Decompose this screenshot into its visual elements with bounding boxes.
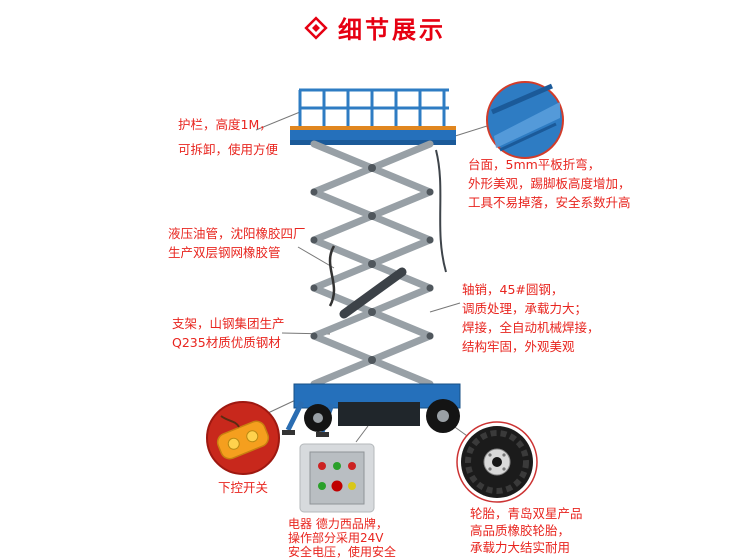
wheels bbox=[304, 399, 460, 433]
emergency-stop-button bbox=[331, 480, 343, 492]
lift-platform bbox=[290, 126, 456, 145]
callout-axle-pin: 轴销，45#圆钢， 调质处理，承载力大； 焊接，全自动机械焊接， 结构牢固，外观… bbox=[462, 282, 600, 354]
hydraulic-hose bbox=[328, 245, 336, 307]
page-header: 细节展示 bbox=[0, 10, 750, 45]
platform-detail-photo bbox=[486, 81, 564, 159]
scissor-pins bbox=[310, 164, 434, 364]
battery-box bbox=[338, 402, 420, 426]
remote-cable bbox=[220, 415, 240, 428]
callout-platform: 台面，5mm平板折弯， 外形美观，踢脚板高度增加， 工具不易掉落，安全系数升高 bbox=[468, 157, 631, 210]
hydraulic-cylinder bbox=[339, 267, 407, 319]
callout-guardrail: 护栏，高度1M， 可拆卸，使用方便 bbox=[178, 117, 279, 157]
tire-photo bbox=[456, 421, 538, 503]
callout-tire: 轮胎，青岛双星产品 高品质橡胶轮胎， 承载力大结实耐用 bbox=[470, 506, 583, 555]
callout-lower-control-switch: 下控开关 bbox=[217, 480, 268, 495]
electric-box-photo bbox=[299, 443, 375, 513]
remote-control-photo bbox=[206, 401, 280, 475]
diamond-icon bbox=[304, 15, 328, 40]
callout-frame: 支架，山钢集团生产 Q235材质优质钢材 bbox=[172, 316, 285, 350]
callout-electric: 电器 德力西品牌， 操作部分采用24V 安全电压，使用安全 bbox=[288, 517, 397, 559]
power-cable bbox=[435, 149, 447, 273]
page-title: 细节展示 bbox=[338, 16, 446, 44]
lift-guardrail bbox=[298, 88, 449, 126]
callout-hydraulic-hose: 液压油管，沈阳橡胶四厂 生产双层钢网橡胶管 bbox=[168, 226, 306, 260]
